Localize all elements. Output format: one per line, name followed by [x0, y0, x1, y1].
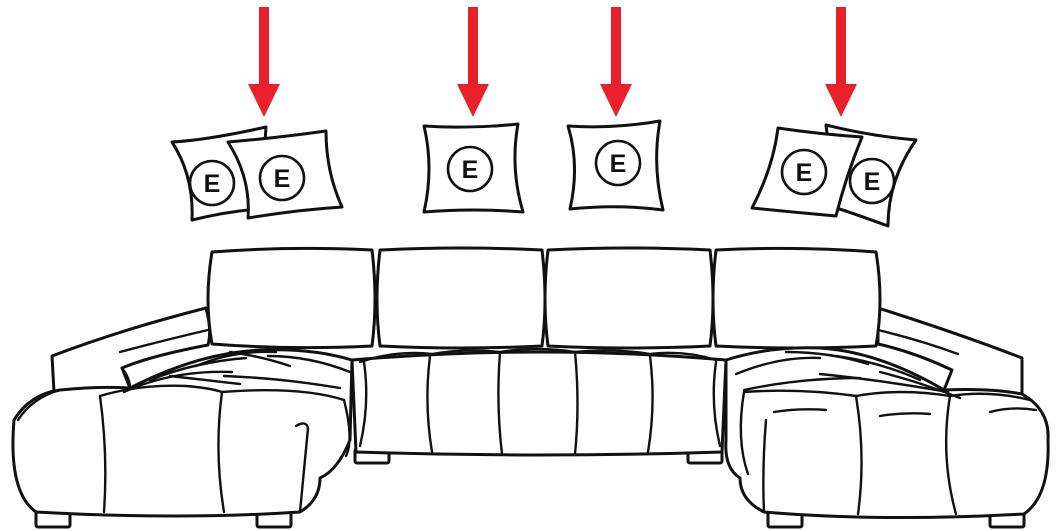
- pillow-2-label: E: [274, 165, 291, 193]
- arrow-4: [825, 7, 857, 117]
- arrow-2: [457, 7, 489, 117]
- pillow-1-label: E: [204, 170, 221, 198]
- pillow-6-label: E: [796, 159, 813, 187]
- pillow-5-label: E: [864, 168, 881, 196]
- pillow-4-label: E: [610, 150, 627, 178]
- back-cushions: [208, 248, 880, 348]
- sofa: [13, 248, 1048, 527]
- pillow-3: E: [424, 124, 523, 212]
- arrow-1: [248, 7, 280, 117]
- center-seat: [352, 349, 726, 455]
- pillow-3-label: E: [462, 156, 479, 184]
- pillow-group: E E E E E E: [172, 121, 916, 226]
- arrow-3: [600, 7, 632, 117]
- arrow-group: [248, 7, 857, 117]
- pillow-4: E: [568, 121, 663, 210]
